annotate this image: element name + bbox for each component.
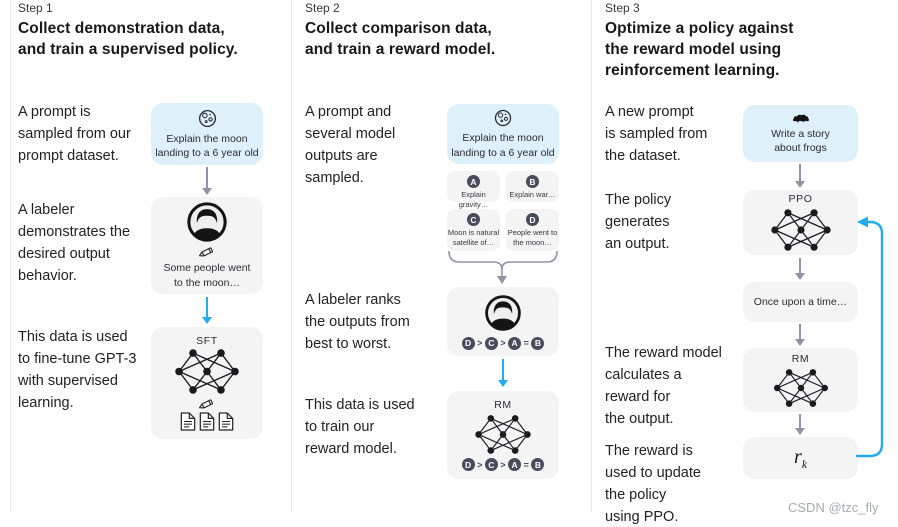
ppo-policy-box: PPO bbox=[743, 190, 858, 255]
option-badge: D bbox=[526, 213, 539, 226]
option-badge: C bbox=[467, 213, 480, 226]
arrow-down-icon bbox=[201, 167, 213, 195]
step3-label: Step 3 bbox=[605, 1, 640, 15]
prompt-text: Explain the moon landing to a 6 year old bbox=[155, 132, 259, 159]
option-text: Explain gravity… bbox=[458, 190, 489, 209]
prompt-text: Write a story about frogs bbox=[771, 127, 830, 154]
step3-heading: Optimize a policy against the reward mod… bbox=[605, 20, 794, 79]
step2-caption-sampled: A prompt and several model outputs are s… bbox=[305, 104, 396, 187]
option-text: People went to the moon… bbox=[507, 228, 558, 247]
step2-heading: Collect comparison data, and train a rew… bbox=[305, 20, 496, 58]
ranking-row: D > C > A = B bbox=[461, 458, 545, 471]
step1-caption-data: This data is used to fine-tune GPT-3 wit… bbox=[18, 329, 137, 412]
reward-model-box-step2: RM D > C > A = B bbox=[447, 391, 559, 479]
document-icon bbox=[218, 412, 234, 431]
rm-label: RM bbox=[791, 352, 810, 365]
arrow-down-icon bbox=[794, 164, 806, 188]
rank-badge: A bbox=[508, 458, 522, 471]
step3-caption-update: The reward is used to update the policy … bbox=[605, 443, 701, 526]
step3-caption-new-prompt: A new prompt is sampled from the dataset… bbox=[605, 104, 708, 165]
neural-network-icon bbox=[475, 414, 531, 455]
arrow-down-icon bbox=[794, 414, 806, 435]
document-icon bbox=[180, 412, 196, 431]
brace-connector bbox=[448, 250, 558, 284]
reward-value: rk bbox=[794, 445, 807, 471]
frog-icon bbox=[792, 112, 810, 124]
step1-caption-prompt: A prompt is sampled from our prompt data… bbox=[18, 104, 131, 165]
step2-caption-ranks: A labeler ranks the outputs from best to… bbox=[305, 292, 410, 353]
rank-badge: D bbox=[461, 336, 475, 350]
documents-row bbox=[180, 412, 234, 431]
sft-model-box: SFT bbox=[151, 327, 263, 439]
rank-badge: D bbox=[461, 458, 475, 471]
rm-label: RM bbox=[494, 399, 512, 411]
rank-badge: C bbox=[484, 458, 498, 471]
labeler-avatar-icon bbox=[186, 201, 228, 243]
document-icon bbox=[199, 412, 215, 431]
step2-caption-train: This data is used to train our reward mo… bbox=[305, 397, 415, 458]
reward-value-box: rk bbox=[743, 437, 858, 479]
output-text: Once upon a time… bbox=[753, 295, 848, 308]
ranking-row: D > C > A = B bbox=[461, 336, 545, 350]
rank-operator: > bbox=[477, 459, 483, 470]
neural-network-icon bbox=[175, 348, 239, 395]
arrow-down-icon bbox=[794, 258, 806, 280]
option-badge: A bbox=[467, 175, 480, 188]
output-option-a: A Explain gravity… bbox=[447, 171, 500, 209]
pencil-icon bbox=[196, 397, 218, 411]
prompt-text: Explain the moon landing to a 6 year old bbox=[451, 132, 555, 159]
prompt-box-step1: Explain the moon landing to a 6 year old bbox=[151, 103, 263, 165]
rank-operator: > bbox=[500, 338, 506, 348]
prompt-box-step3: Write a story about frogs bbox=[743, 105, 858, 162]
neural-network-icon bbox=[771, 208, 831, 252]
demonstration-box: Some people went to the moon… bbox=[151, 197, 263, 294]
step1-label: Step 1 bbox=[18, 1, 53, 15]
sft-label: SFT bbox=[196, 334, 218, 347]
column-divider bbox=[291, 0, 292, 512]
step1-heading: Collect demonstration data, and train a … bbox=[18, 20, 238, 58]
rank-badge: B bbox=[531, 458, 545, 471]
column-divider bbox=[10, 0, 11, 512]
output-option-b: B Explain war… bbox=[506, 171, 559, 202]
arrow-down-icon bbox=[201, 297, 213, 324]
arrow-down-icon bbox=[497, 359, 509, 387]
option-text: Moon is natural satellite of… bbox=[447, 228, 500, 247]
moon-icon bbox=[493, 108, 513, 128]
labeler-avatar-icon bbox=[484, 294, 522, 332]
moon-icon bbox=[197, 108, 218, 129]
rank-badge: A bbox=[508, 336, 522, 350]
rank-operator: > bbox=[477, 338, 483, 348]
option-badge: B bbox=[526, 175, 539, 188]
demonstration-text: Some people went to the moon… bbox=[163, 262, 251, 289]
step2-label: Step 2 bbox=[305, 1, 340, 15]
option-text: Explain war… bbox=[509, 190, 556, 199]
arrow-down-icon bbox=[794, 324, 806, 346]
column-divider bbox=[591, 0, 592, 512]
rank-badge: C bbox=[484, 336, 498, 350]
output-text-box: Once upon a time… bbox=[743, 282, 858, 322]
watermark: CSDN @tzc_fly bbox=[788, 500, 879, 515]
rank-badge: B bbox=[531, 336, 545, 350]
output-option-d: D People went to the moon… bbox=[506, 209, 559, 251]
feedback-loop-arrow bbox=[855, 216, 884, 458]
step1-caption-labeler: A labeler demonstrates the desired outpu… bbox=[18, 202, 131, 285]
step3-caption-generates: The policy generates an output. bbox=[605, 192, 672, 253]
rank-operator: = bbox=[523, 338, 529, 348]
ppo-label: PPO bbox=[788, 193, 813, 205]
rank-operator: > bbox=[500, 459, 506, 470]
output-option-c: C Moon is natural satellite of… bbox=[447, 209, 500, 251]
neural-network-icon bbox=[773, 368, 829, 408]
step3-caption-reward: The reward model calculates a reward for… bbox=[605, 345, 722, 428]
reward-model-box-step3: RM bbox=[743, 348, 858, 412]
pencil-icon bbox=[196, 245, 218, 259]
prompt-box-step2: Explain the moon landing to a 6 year old bbox=[447, 104, 559, 164]
ranking-box: D > C > A = B bbox=[447, 287, 559, 356]
rank-operator: = bbox=[523, 459, 529, 470]
